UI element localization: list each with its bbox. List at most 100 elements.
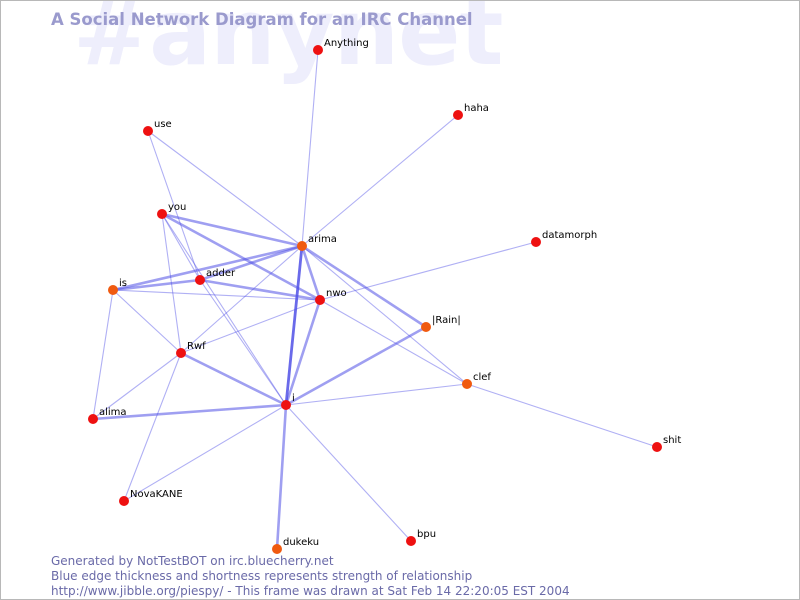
edge-is-adder [111,278,202,292]
node-label-bpu: bpu [417,529,436,540]
edge-nwo-i [284,298,322,407]
edge-alima-i [91,403,288,421]
edge-you-adder [161,213,201,281]
node-dot-i [281,400,291,410]
node-dot-you [157,209,167,219]
node-dot-arima [297,241,307,251]
edge-arima-i [284,244,304,407]
node-dot-haha [453,110,463,120]
edge-you-rwf [161,213,182,354]
node-you: you [157,202,186,219]
node-label-anything: Anything [324,38,369,49]
node-i: i [281,393,295,410]
node-alima: alima [88,407,127,424]
node-rain: |Rain| [421,315,461,332]
node-novakane: NovaKANE [119,489,183,506]
node-use: use [143,119,172,136]
node-dot-use [143,126,153,136]
node-haha: haha [453,103,489,120]
node-layer: Anything haha use you arima datamorph adder is n… [88,38,681,554]
node-dot-datamorph [531,237,541,247]
diagram-title: A Social Network Diagram for an IRC Chan… [51,10,473,29]
edge-you-arima [160,212,304,248]
edge-adder-nwo [198,278,322,302]
edge-clef-shit [466,383,658,448]
edge-is-alima [92,289,114,420]
node-dot-nwo [315,295,325,305]
node-label-rwf: Rwf [187,341,206,352]
node-label-novakane: NovaKANE [130,489,183,500]
node-label-i: i [292,393,295,404]
node-label-haha: haha [464,103,489,114]
edge-use-adder [147,130,201,281]
edge-is-nwo [112,289,321,301]
node-dukeku: dukeku [272,537,319,554]
edge-is-arima [111,244,304,292]
edge-rain-i [284,325,428,407]
node-label-rain: |Rain| [432,315,461,326]
node-anything: Anything [313,38,369,55]
node-label-is: is [119,278,127,289]
edge-i-bpu [285,404,412,542]
edge-adder-arima [198,244,304,282]
edge-is-rwf [112,289,182,354]
node-dot-dukeku [272,544,282,554]
node-dot-rwf [176,348,186,358]
node-rwf: Rwf [176,341,206,358]
edge-anything-arima [301,49,319,247]
node-dot-alima [88,414,98,424]
node-shit: shit [652,435,681,452]
node-dot-novakane [119,496,129,506]
edge-i-clef [285,383,468,406]
node-label-you: you [168,202,186,213]
node-arima: arima [297,234,337,251]
edge-you-nwo [160,212,322,302]
node-label-shit: shit [663,435,681,446]
edge-i-novakane [123,404,287,502]
edge-arima-clef [301,245,468,385]
channel-watermark: #anynet [73,0,504,86]
node-adder: adder [195,268,236,285]
node-label-datamorph: datamorph [542,230,597,241]
footer: Generated by NotTestBOT on irc.bluecherr… [51,554,570,599]
node-dot-is [108,285,118,295]
node-label-clef: clef [473,372,491,383]
node-nwo: nwo [315,288,347,305]
node-label-arima: arima [308,234,337,245]
edge-nwo-rwf [180,299,321,354]
edge-use-arima [147,130,303,247]
node-label-alima: alima [99,407,127,418]
footer-generated-by: Generated by NotTestBOT on irc.bluecherr… [51,554,334,568]
node-label-dukeku: dukeku [283,537,319,548]
node-dot-anything [313,45,323,55]
edge-layer [91,49,658,551]
node-datamorph: datamorph [531,230,597,247]
edge-dukeku-i [275,403,288,551]
node-dot-rain [421,322,431,332]
node-label-use: use [154,119,172,130]
node-dot-clef [462,379,472,389]
node-dot-adder [195,275,205,285]
node-dot-shit [652,442,662,452]
node-label-adder: adder [206,268,236,279]
footer-legend-note: Blue edge thickness and shortness repres… [51,569,473,583]
edge-arima-nwo [300,244,322,302]
edge-datamorph-nwo [319,241,537,301]
edge-haha-arima [301,114,459,247]
node-bpu: bpu [406,529,436,546]
edge-rwf-alima [92,352,182,420]
edge-arima-rain [300,244,428,329]
edge-you-i [161,213,287,406]
footer-url-timestamp: http://www.jibble.org/piespy/ - This fra… [51,584,570,598]
node-clef: clef [462,372,491,389]
edge-rwf-i [179,351,288,407]
node-label-nwo: nwo [326,288,347,299]
node-is: is [108,278,127,295]
edge-arima-rwf [180,245,303,354]
edge-rwf-novakane [123,352,182,502]
node-dot-bpu [406,536,416,546]
edge-adder-i [199,279,287,406]
edge-nwo-clef [319,299,468,385]
